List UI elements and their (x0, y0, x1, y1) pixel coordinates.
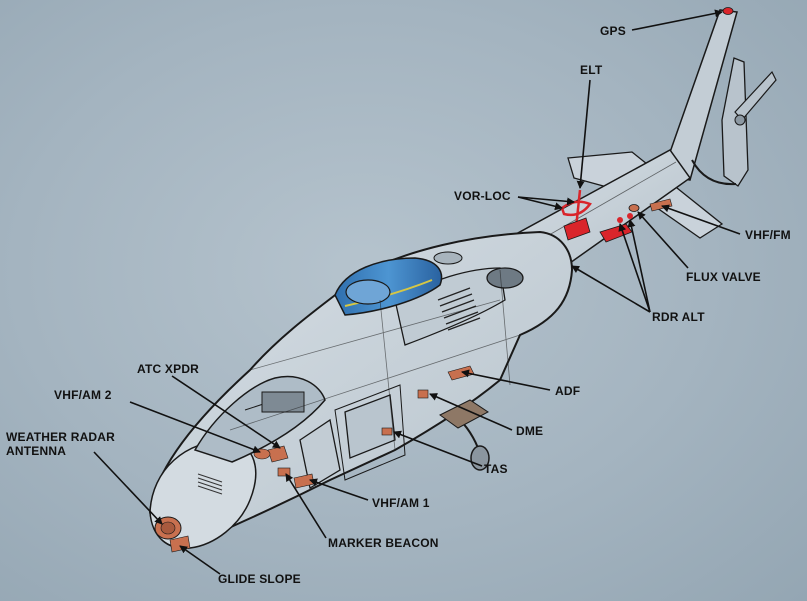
elt-antenna (563, 189, 591, 241)
dme-antenna (417, 389, 429, 399)
adf-leader (461, 369, 551, 391)
label-rdr-alt: RDR ALT (652, 310, 705, 324)
flux-valve-leader (637, 211, 689, 269)
glide-slope-leader (179, 545, 221, 575)
atc-xpdr-leader (171, 375, 281, 449)
vhf-fm-antenna (649, 198, 673, 212)
weather-radar-leader (93, 451, 163, 525)
label-gps: GPS (600, 24, 626, 38)
flux-valve-antenna (628, 204, 640, 212)
cabin-door (334, 384, 406, 481)
label-dme: DME (516, 424, 544, 438)
label-weather-radar-line2: ANTENNA (6, 444, 67, 458)
tail-skid (691, 159, 737, 186)
vor-loc-leader-2 (517, 196, 575, 206)
elt-leader (576, 79, 591, 189)
vhf-am-2-leader (129, 401, 261, 454)
tail-rotor-hub (734, 114, 746, 126)
label-tas: TAS (484, 462, 508, 476)
label-marker-beacon: MARKER BEACON (328, 536, 439, 550)
label-elt: ELT (580, 63, 603, 77)
nose-grille (197, 473, 223, 495)
label-glide-slope: GLIDE SLOPE (218, 572, 301, 586)
rotor-hub-window (345, 279, 391, 305)
label-adf: ADF (555, 384, 581, 398)
vhf-fm-leader (661, 204, 741, 235)
rdr-alt-leader-1 (571, 265, 651, 313)
marker-beacon-antenna (277, 467, 291, 477)
label-vor-loc: VOR-LOC (454, 189, 511, 203)
leader-lines (93, 9, 741, 575)
label-vhf-am-1: VHF/AM 1 (372, 496, 430, 510)
belly-panel (439, 399, 489, 429)
label-vhf-am-2: VHF/AM 2 (54, 388, 112, 402)
cockpit-door (299, 418, 341, 490)
tas-antenna (381, 427, 393, 436)
dme-leader (429, 393, 513, 431)
weather-radar-antenna (154, 516, 182, 540)
tas-leader (393, 430, 483, 467)
label-vhf-fm: VHF/FM (745, 228, 791, 242)
label-weather-radar-line1: WEATHER RADAR (6, 430, 116, 444)
gps-antenna (722, 7, 734, 15)
engine-exhaust (486, 267, 524, 289)
label-atc-xpdr: ATC XPDR (137, 362, 200, 376)
marker-beacon-leader (285, 473, 327, 539)
gps-leader (631, 9, 723, 31)
label-weather-radar: WEATHER RADAR ANTENNA (6, 430, 115, 458)
label-flux-valve: FLUX VALVE (686, 270, 761, 284)
rdr-alt-leader-3 (627, 219, 651, 313)
vor-loc-leader-1 (517, 196, 563, 211)
rdr-alt-leader-2 (618, 223, 651, 313)
vhf-am-1-leader (309, 478, 369, 501)
cabin-window (344, 394, 396, 459)
